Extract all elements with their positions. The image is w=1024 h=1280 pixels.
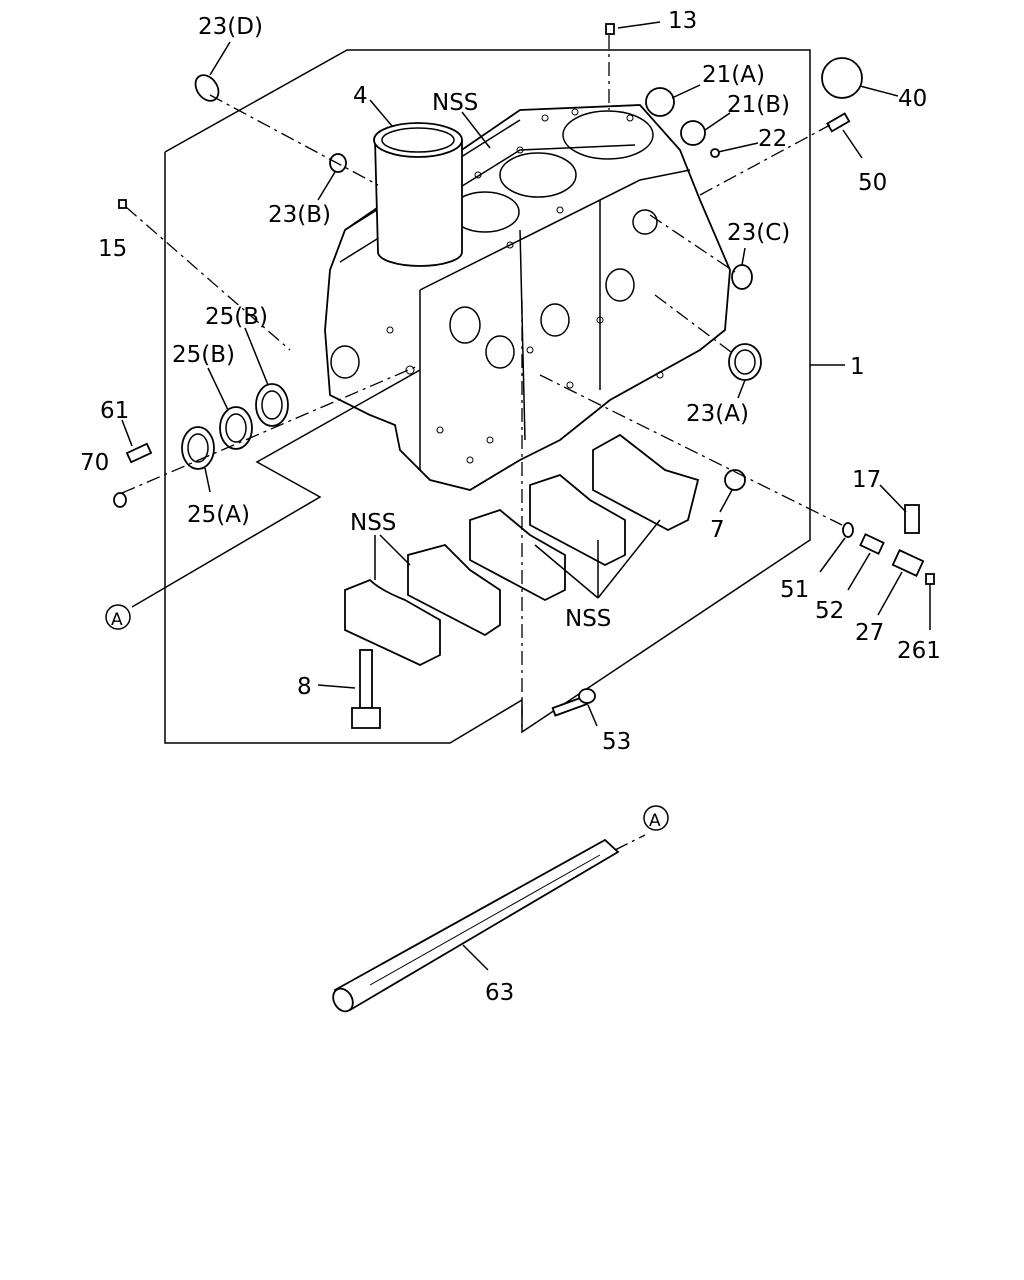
label-21b: 21(B) (727, 92, 790, 118)
bearing-caps (344, 433, 700, 666)
label-25a: 25(A) (187, 502, 250, 528)
assembly-frame (164, 49, 845, 744)
part-labels: 1 4 7 8 13 15 17 21(A) 21(B) 22 23(A) 23… (80, 8, 941, 1006)
leader-lines (121, 21, 931, 971)
label-261: 261 (897, 638, 941, 664)
label-53: 53 (602, 729, 631, 755)
label-25b-upper: 25(B) (205, 304, 268, 330)
label-nss-caps-upper: NSS (350, 510, 396, 536)
label-8: 8 (297, 674, 312, 700)
label-nss-caps-lower: NSS (565, 606, 611, 632)
label-23c: 23(C) (727, 220, 790, 246)
label-ref-a-upper: A (111, 610, 123, 630)
label-17: 17 (852, 467, 881, 493)
label-21a: 21(A) (702, 62, 765, 88)
label-23b: 23(B) (268, 202, 331, 228)
label-1: 1 (850, 354, 865, 380)
label-27: 27 (855, 620, 884, 646)
oil-pipe (332, 838, 620, 1013)
label-52: 52 (815, 598, 844, 624)
cylinder-liner (373, 122, 463, 267)
label-7: 7 (710, 517, 725, 543)
reference-markers (105, 604, 669, 831)
label-15: 15 (98, 236, 127, 262)
label-61: 61 (100, 398, 129, 424)
label-63: 63 (485, 980, 514, 1006)
label-50: 50 (858, 170, 887, 196)
label-70: 70 (80, 450, 109, 476)
center-lines (121, 35, 843, 851)
label-25b-lower: 25(B) (172, 342, 235, 368)
bushings (181, 383, 289, 470)
label-23d: 23(D) (198, 14, 263, 40)
label-22: 22 (758, 126, 787, 152)
label-nss-block: NSS (432, 90, 478, 116)
label-23a: 23(A) (686, 401, 749, 427)
label-13: 13 (668, 8, 697, 34)
label-51: 51 (780, 577, 809, 603)
label-40: 40 (898, 86, 927, 112)
label-4: 4 (353, 83, 368, 109)
label-ref-a-lower: A (649, 811, 661, 831)
